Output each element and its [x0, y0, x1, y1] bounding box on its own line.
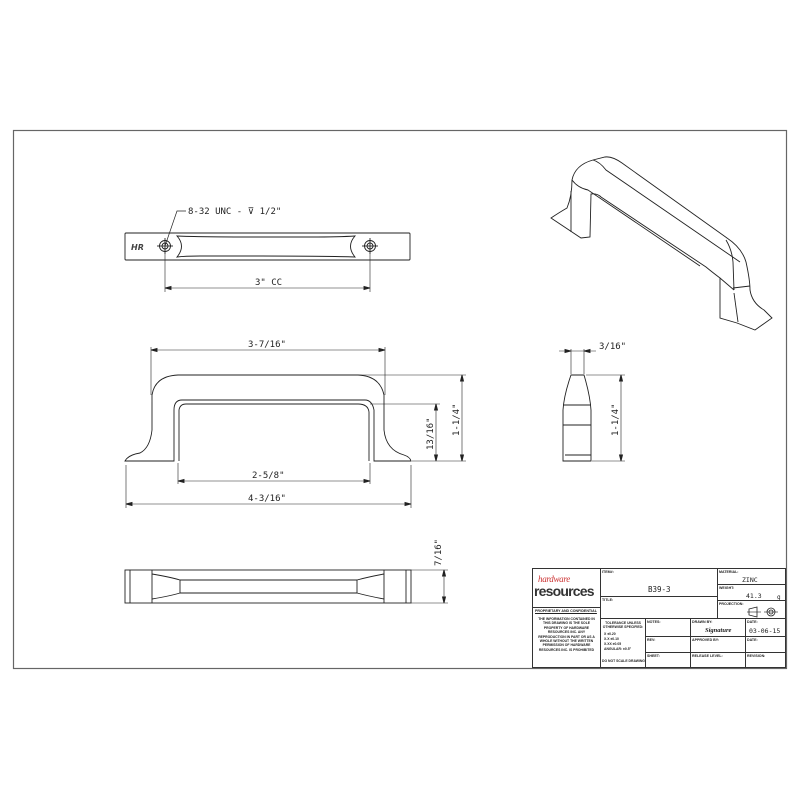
side-view [559, 348, 625, 462]
weight-unit: g [777, 594, 781, 601]
tolerance-row-3: X.XX ±0.05 [604, 642, 622, 646]
drawing-frame [12, 129, 788, 670]
center-distance-label: 3" CC [255, 278, 282, 288]
overall-height-label: 1-1/4" [452, 403, 462, 436]
rev-label: REV: [647, 638, 656, 642]
tolerance-row-4: ANGULAR: ±0.5° [604, 647, 631, 651]
logo-resources: resources [534, 583, 595, 599]
title-cell [600, 596, 718, 619]
approved-by-label: APPROVED BY: [692, 638, 720, 642]
thread-callout: 8-32 UNC - ⊽ 1/2" [188, 207, 281, 217]
projection-symbol-icon [747, 606, 778, 618]
release-level-label: RELEASE LEVEL: [692, 654, 723, 658]
date-label: DATE: [747, 620, 758, 624]
revision-cell [745, 652, 786, 668]
overall-top-width-label: 3-7/16" [248, 340, 286, 350]
weight-value: 41.3 [746, 592, 762, 600]
front-view [124, 347, 466, 508]
sheet-label: SHEET: [647, 654, 660, 658]
isometric-view [550, 156, 773, 331]
revision-label: REVISION: [747, 654, 766, 658]
confidential-text: THE INFORMATION CONTAINED IN THIS DRAWIN… [538, 617, 595, 652]
hr-logo-mark: HR [131, 243, 144, 252]
projection-label: PROJECTION: [719, 602, 744, 606]
tolerance-row-2: X.X ±0.10 [604, 637, 619, 641]
inner-height-label: 13/16" [426, 417, 436, 450]
material-label: MATERIAL: [719, 570, 739, 574]
tolerance-heading: TOLERANCE UNLESS OTHERWISE SPECIFIED: [602, 621, 644, 630]
logo-hardware: hardware [538, 574, 570, 584]
weight-label: WEIGHT: [719, 586, 735, 590]
tolerance-row-1: X ±0.20 [604, 632, 616, 636]
notes-label: NOTES: [647, 620, 661, 624]
drawn-by-signature: Signature [705, 627, 732, 634]
inner-width-label: 2-5/8" [252, 471, 285, 481]
side-thickness-label: 3/16" [599, 342, 626, 352]
title-label: TITLE: [602, 598, 614, 602]
drawn-by-label: DRAWN BY: [692, 620, 713, 624]
bottom-view [124, 569, 448, 604]
depth-label: 7/16" [434, 539, 444, 566]
side-height-label: 1-1/4" [611, 403, 621, 436]
top-view [124, 210, 411, 292]
date2-label: DATE: [747, 638, 758, 642]
do-not-scale-note: DO NOT SCALE DRAWING [602, 659, 645, 663]
confidential-heading: PROPRIETARY AND CONFIDENTIAL [535, 609, 597, 613]
item-value: B39-3 [648, 585, 671, 594]
overall-base-width-label: 4-3/16" [248, 494, 286, 504]
item-label: ITEM#: [602, 570, 614, 574]
date-value: 03-06-15 [749, 627, 781, 635]
material-value: ZINC [742, 576, 758, 584]
